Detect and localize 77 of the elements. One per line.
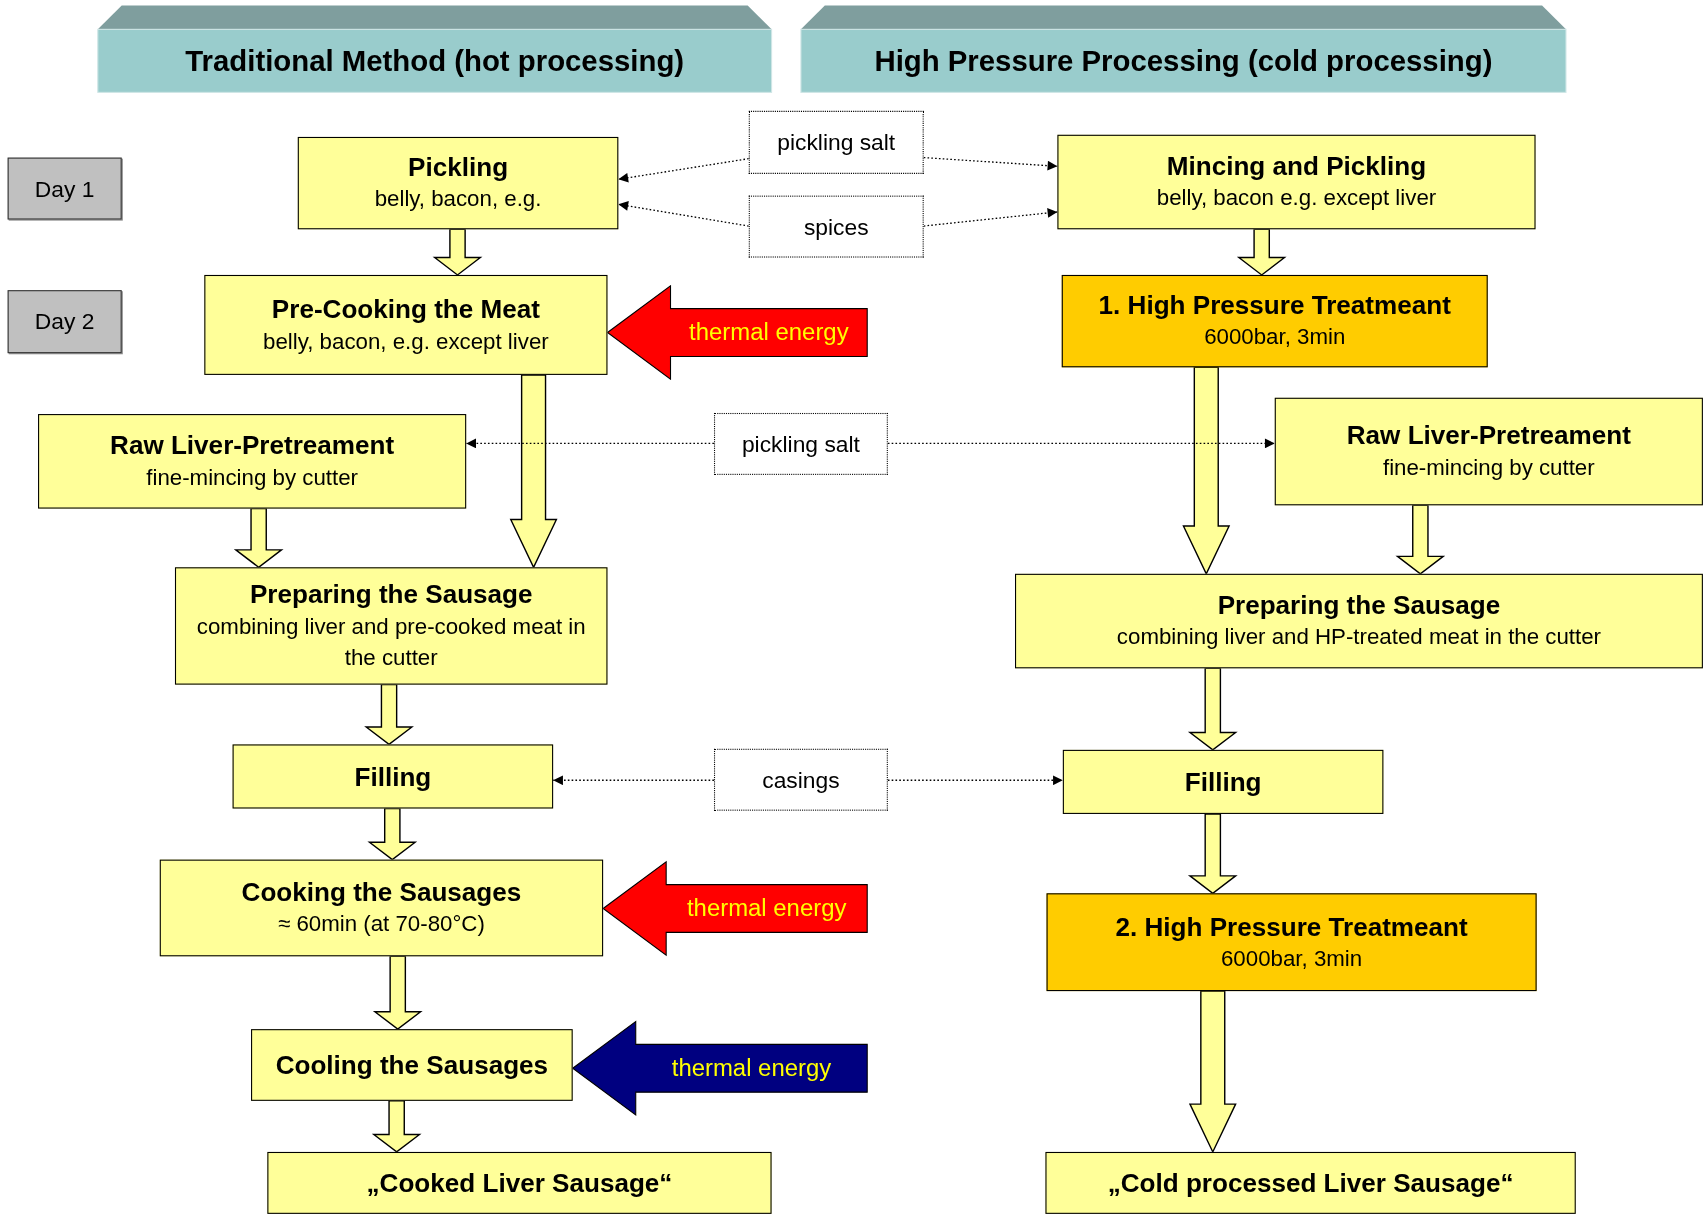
dotted-arrow — [552, 775, 715, 786]
step-title: 1. High Pressure Treatmeant — [1098, 289, 1451, 322]
process-box — [267, 1151, 772, 1214]
step-detail: 6000bar, 3min — [1204, 323, 1346, 351]
input-box: pickling salt — [748, 110, 924, 174]
block-arrow — [509, 374, 558, 569]
day-label: Day 1 — [7, 157, 122, 220]
edge-label: thermal energy — [686, 894, 847, 923]
block-arrow — [1182, 366, 1231, 576]
dotted-arrow — [923, 208, 1059, 227]
process-box — [297, 136, 619, 230]
process-box — [159, 859, 604, 957]
step-detail: belly, bacon e.g. except liver — [1156, 183, 1437, 212]
thermal-energy-arrow — [571, 1020, 868, 1117]
step-title: Preparing the Sausage — [1217, 589, 1501, 622]
header-title: Traditional Method (hot processing) — [185, 44, 685, 78]
block-arrow — [1187, 667, 1238, 751]
step-title: Cooling the Sausages — [275, 1048, 549, 1082]
step-title: „Cooked Liver Sausage“ — [366, 1166, 673, 1200]
process-box — [232, 744, 554, 809]
dotted-arrow — [887, 775, 1064, 786]
dotted-arrow — [617, 201, 750, 227]
input-box: casings — [714, 748, 888, 811]
dotted-arrow — [617, 158, 750, 183]
step-title: Filling — [354, 760, 432, 793]
dotted-arrow — [923, 156, 1059, 171]
block-arrow — [371, 1100, 422, 1153]
process-box — [1061, 274, 1488, 368]
step-title: Preparing the Sausage — [249, 578, 533, 611]
header-band — [800, 5, 1566, 93]
block-arrow — [1236, 228, 1287, 276]
block-arrow — [1187, 813, 1238, 895]
process-box — [204, 274, 608, 375]
input-box: pickling salt — [714, 412, 888, 475]
step-detail: fine-mincing by cutter — [1382, 453, 1595, 482]
process-box — [251, 1029, 573, 1101]
process-box — [1015, 573, 1703, 669]
step-detail: ≈ 60min (at 70-80°C) — [278, 909, 485, 938]
step-detail: belly, bacon, e.g. except liver — [263, 326, 549, 356]
dotted-arrow — [465, 438, 715, 449]
step-title: Cooking the Sausages — [241, 876, 522, 909]
process-box — [1274, 397, 1703, 506]
thermal-energy-arrow — [606, 284, 868, 381]
process-box — [1046, 893, 1537, 992]
block-arrow — [1395, 504, 1446, 575]
step-title: Raw Liver-Pretreament — [1346, 419, 1631, 453]
block-arrow — [372, 955, 423, 1030]
step-title: „Cold processed Liver Sausage“ — [1107, 1166, 1514, 1200]
block-arrow — [1188, 990, 1237, 1154]
step-title: Mincing and Pickling — [1166, 150, 1427, 183]
step-detail: fine-mincing by cutter — [146, 463, 358, 492]
process-box — [1062, 749, 1384, 814]
step-detail: belly, bacon, e.g. — [374, 185, 542, 213]
step-title: Filling — [1184, 765, 1262, 799]
dotted-arrow — [887, 438, 1276, 449]
step-detail: combining liver and pre-cooked meat in the cutter — [195, 612, 587, 672]
step-title: Pre-Cooking the Meat — [271, 293, 540, 326]
step-title: 2. High Pressure Treatmeant — [1115, 910, 1468, 943]
day-label: Day 2 — [7, 290, 122, 354]
step-detail: 6000bar, 3min — [1221, 944, 1363, 973]
block-arrow — [364, 683, 414, 746]
process-box — [1045, 1151, 1576, 1214]
process-box — [38, 414, 467, 509]
header-band — [97, 5, 772, 93]
edge-label: thermal energy — [689, 318, 849, 347]
process-box — [174, 567, 608, 685]
input-box: spices — [748, 195, 924, 258]
step-detail: combining liver and HP-treated meat in the cutter — [1116, 622, 1602, 651]
block-arrow — [367, 807, 418, 861]
thermal-energy-arrow — [602, 860, 868, 957]
header-title: High Pressure Processing (cold processing) — [874, 44, 1493, 78]
block-arrow — [432, 228, 483, 276]
step-title: Pickling — [408, 151, 509, 184]
block-arrow — [233, 507, 284, 569]
process-box — [1057, 134, 1536, 230]
step-title: Raw Liver-Pretreament — [110, 429, 395, 462]
edge-label: thermal energy — [671, 1054, 832, 1083]
